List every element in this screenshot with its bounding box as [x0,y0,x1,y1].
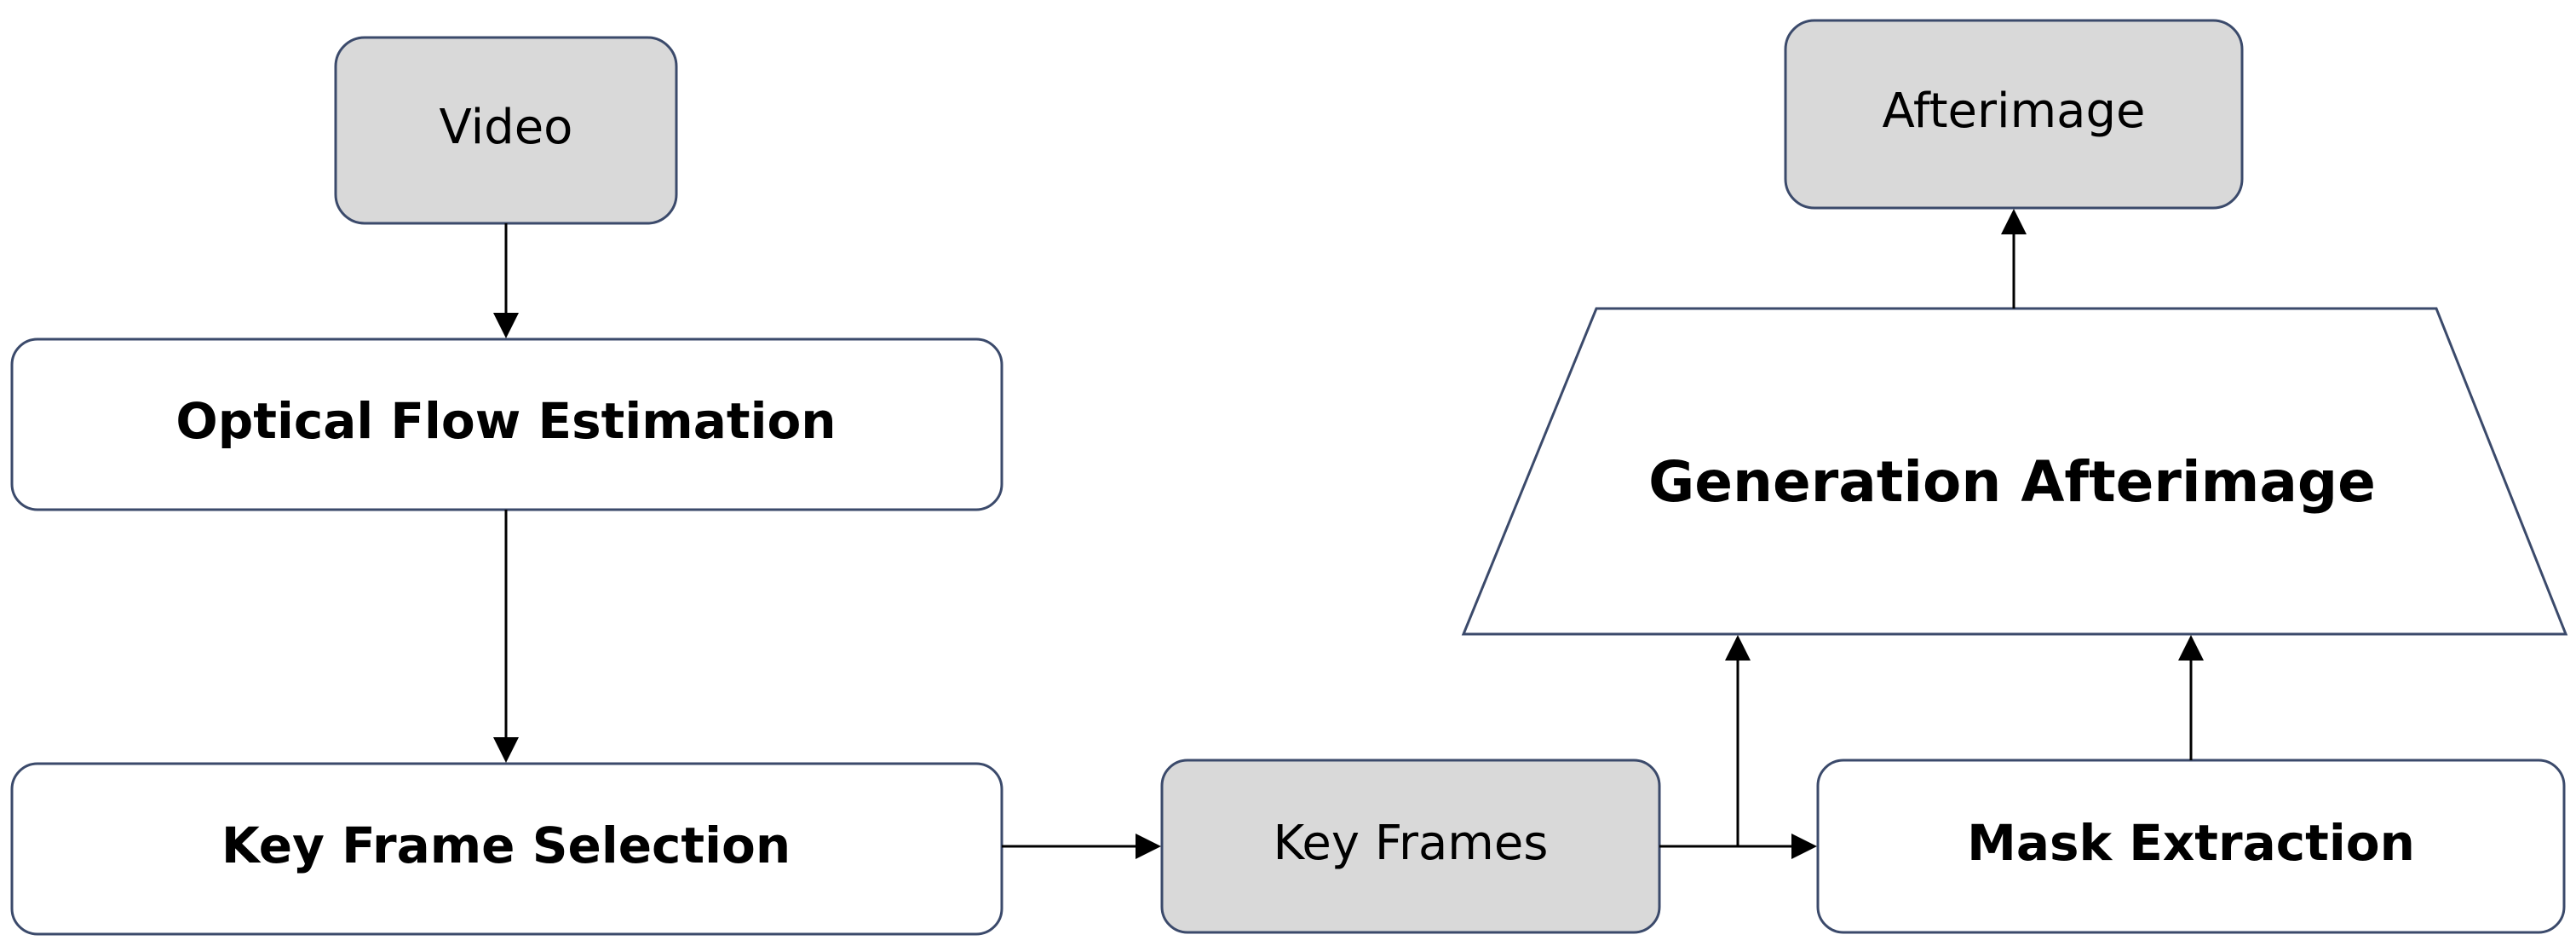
key-frame-selection-node: Key Frame Selection [10,762,1003,936]
video-node: Video [334,36,678,225]
afterimage-label: Afterimage [1883,84,2146,139]
generation-afterimage-node: Generation Afterimage [1461,307,2568,636]
key-frames-node: Key Frames [1160,759,1661,934]
key-frames-label: Key Frames [1274,816,1549,871]
optical-flow-label: Optical Flow Estimation [175,392,836,450]
mask-extraction-node: Mask Extraction [1816,759,2566,934]
afterimage-node: Afterimage [1784,19,2244,210]
video-label: Video [440,100,573,155]
optical-flow-node: Optical Flow Estimation [10,338,1003,511]
mask-extraction-label: Mask Extraction [1967,814,2415,872]
key-frame-selection-label: Key Frame Selection [221,816,791,874]
generation-afterimage-label: Generation Afterimage [1648,449,2376,515]
